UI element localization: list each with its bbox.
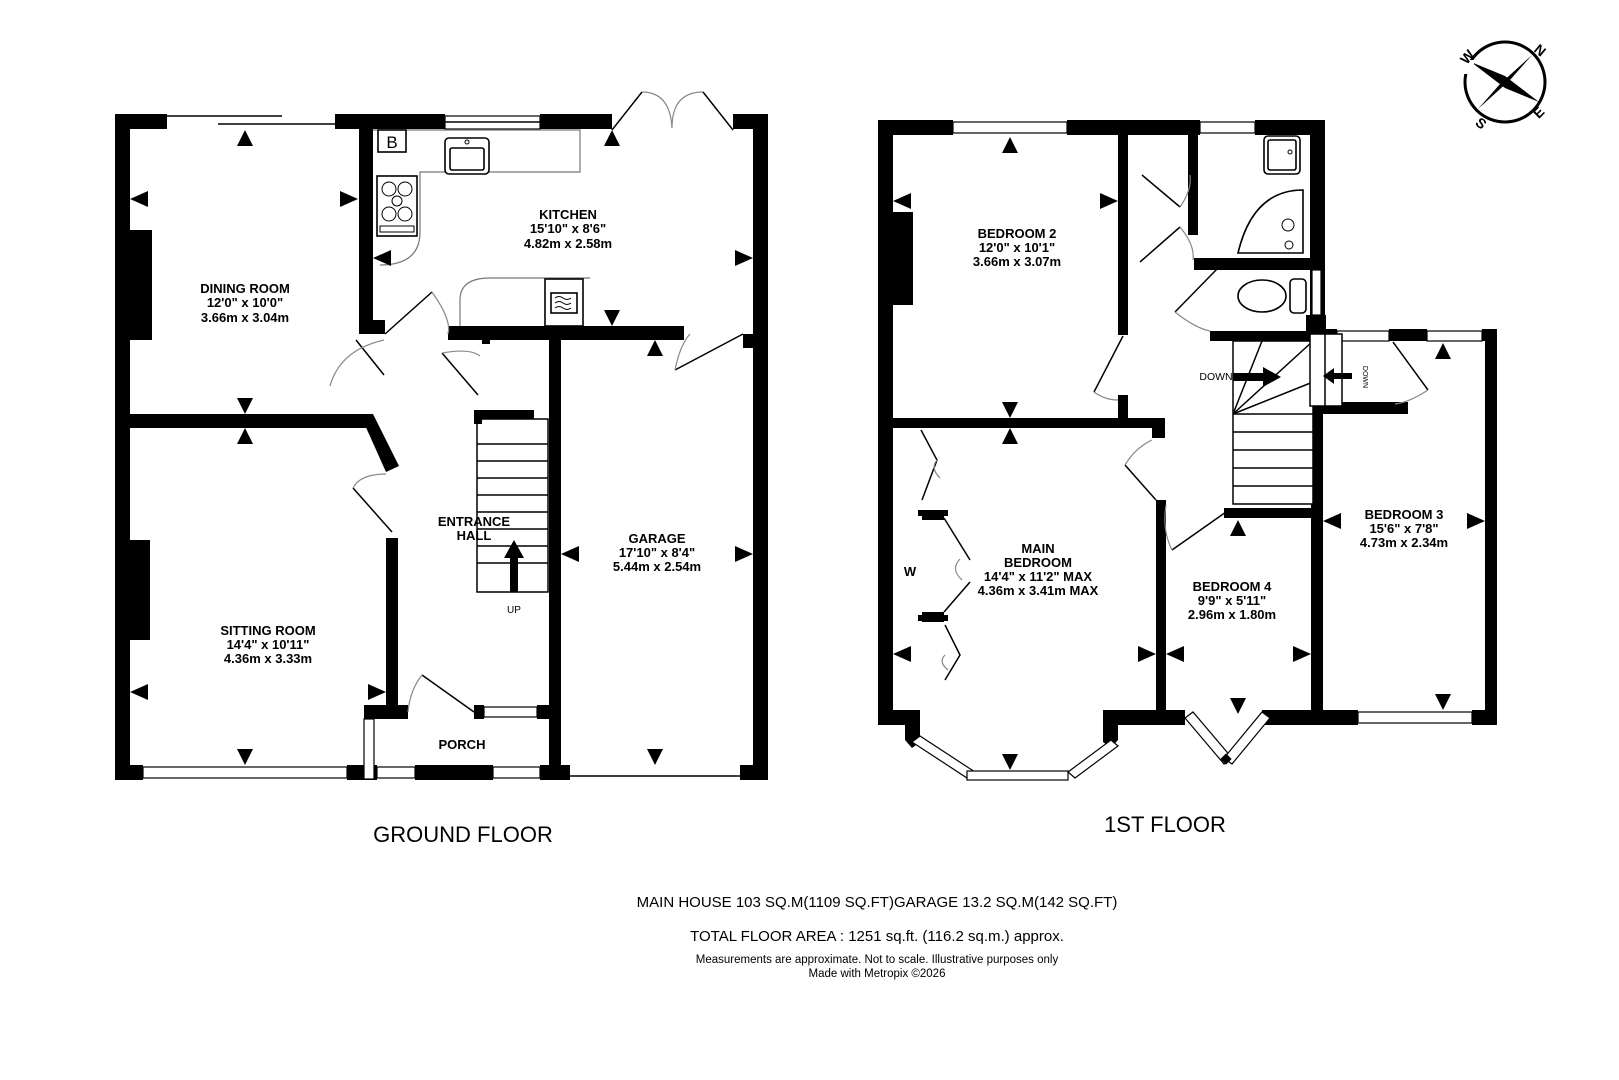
total-floor-area: TOTAL FLOOR AREA : 1251 sq.ft. (116.2 sq… (690, 928, 1064, 945)
room-main-bedroom: MAIN BEDROOM 14'4" x 11'2" MAX 4.36m x 3… (978, 541, 1099, 598)
svg-text:12'0" x 10'1": 12'0" x 10'1" (979, 240, 1055, 255)
appliance-icon (544, 278, 584, 327)
svg-text:5.44m x 2.54m: 5.44m x 2.54m (613, 559, 701, 574)
toilet-icon (1237, 278, 1307, 314)
room-entrance-hall: ENTRANCE HALL (438, 514, 511, 543)
shower-icon (1236, 189, 1304, 254)
svg-text:BEDROOM 4: BEDROOM 4 (1193, 579, 1273, 594)
svg-text:17'10" x 8'4": 17'10" x 8'4" (619, 545, 695, 560)
svg-text:BEDROOM 2: BEDROOM 2 (978, 226, 1057, 241)
basin-icon (1263, 135, 1301, 175)
svg-text:9'9" x 5'11": 9'9" x 5'11" (1198, 593, 1266, 608)
room-porch: PORCH (439, 737, 486, 752)
room-sitting-room: SITTING ROOM 14'4" x 10'11" 4.36m x 3.33… (220, 623, 315, 666)
svg-text:BEDROOM: BEDROOM (1004, 555, 1072, 570)
svg-text:4.82m x 2.58m: 4.82m x 2.58m (524, 236, 612, 251)
svg-text:GARAGE: GARAGE (628, 531, 685, 546)
svg-text:HALL: HALL (457, 528, 492, 543)
compass-east: E (1530, 104, 1548, 122)
svg-text:2.96m x 1.80m: 2.96m x 1.80m (1188, 607, 1276, 622)
disclaimer: Measurements are approximate. Not to sca… (696, 954, 1059, 966)
ground-floor-plan: B (115, 91, 768, 847)
svg-text:4.36m x 3.33m: 4.36m x 3.33m (224, 651, 312, 666)
first-floor-plan: W (878, 120, 1497, 837)
stairs-down-label: DOWN (1199, 371, 1232, 383)
svg-text:MAIN: MAIN (1021, 541, 1054, 556)
svg-text:12'0" x 10'0": 12'0" x 10'0" (207, 295, 283, 310)
svg-text:SITTING ROOM: SITTING ROOM (220, 623, 315, 638)
room-bedroom-3: BEDROOM 3 15'6" x 7'8" 4.73m x 2.34m (1360, 507, 1448, 550)
svg-text:PORCH: PORCH (439, 737, 486, 752)
ground-floor-title: GROUND FLOOR (373, 822, 553, 847)
step-down-label: DOWN (1361, 366, 1368, 388)
room-garage: GARAGE 17'10" x 8'4" 5.44m x 2.54m (613, 531, 701, 574)
room-bedroom-2: BEDROOM 2 12'0" x 10'1" 3.66m x 3.07m (973, 226, 1061, 269)
compass-icon: N E S W (1457, 40, 1549, 132)
svg-text:ENTRANCE: ENTRANCE (438, 514, 511, 529)
svg-text:3.66m x 3.07m: 3.66m x 3.07m (973, 254, 1061, 269)
wardrobe-label: W (904, 564, 917, 579)
first-floor-title: 1ST FLOOR (1104, 812, 1226, 837)
svg-text:4.36m x 3.41m MAX: 4.36m x 3.41m MAX (978, 583, 1099, 598)
svg-text:4.73m x 2.34m: 4.73m x 2.34m (1360, 535, 1448, 550)
area-summary: MAIN HOUSE 103 SQ.M(1109 SQ.FT)GARAGE 13… (637, 894, 1118, 980)
boiler-label: B (386, 133, 397, 152)
svg-text:15'10" x 8'6": 15'10" x 8'6" (530, 221, 606, 236)
svg-text:15'6" x 7'8": 15'6" x 7'8" (1369, 521, 1438, 536)
room-dining-room: DINING ROOM 12'0" x 10'0" 3.66m x 3.04m (200, 281, 290, 325)
svg-text:3.66m x 3.04m: 3.66m x 3.04m (201, 310, 289, 325)
svg-text:DINING ROOM: DINING ROOM (200, 281, 290, 296)
svg-text:14'4" x 11'2" MAX: 14'4" x 11'2" MAX (984, 569, 1092, 584)
stairs-up-label: UP (507, 605, 521, 616)
svg-text:KITCHEN: KITCHEN (539, 207, 597, 222)
hob-icon (376, 175, 418, 237)
credit: Made with Metropix ©2026 (809, 968, 946, 980)
svg-text:14'4" x 10'11": 14'4" x 10'11" (227, 637, 310, 652)
stairs-down-icon (1232, 333, 1352, 505)
stairs-up-icon (474, 410, 549, 593)
room-bedroom-4: BEDROOM 4 9'9" x 5'11" 2.96m x 1.80m (1188, 579, 1276, 622)
svg-text:BEDROOM 3: BEDROOM 3 (1365, 507, 1444, 522)
compass-south: S (1472, 114, 1489, 132)
area-breakdown: MAIN HOUSE 103 SQ.M(1109 SQ.FT)GARAGE 13… (637, 894, 1118, 911)
room-kitchen: KITCHEN 15'10" x 8'6" 4.82m x 2.58m (524, 207, 612, 251)
compass-north: N (1531, 41, 1549, 60)
